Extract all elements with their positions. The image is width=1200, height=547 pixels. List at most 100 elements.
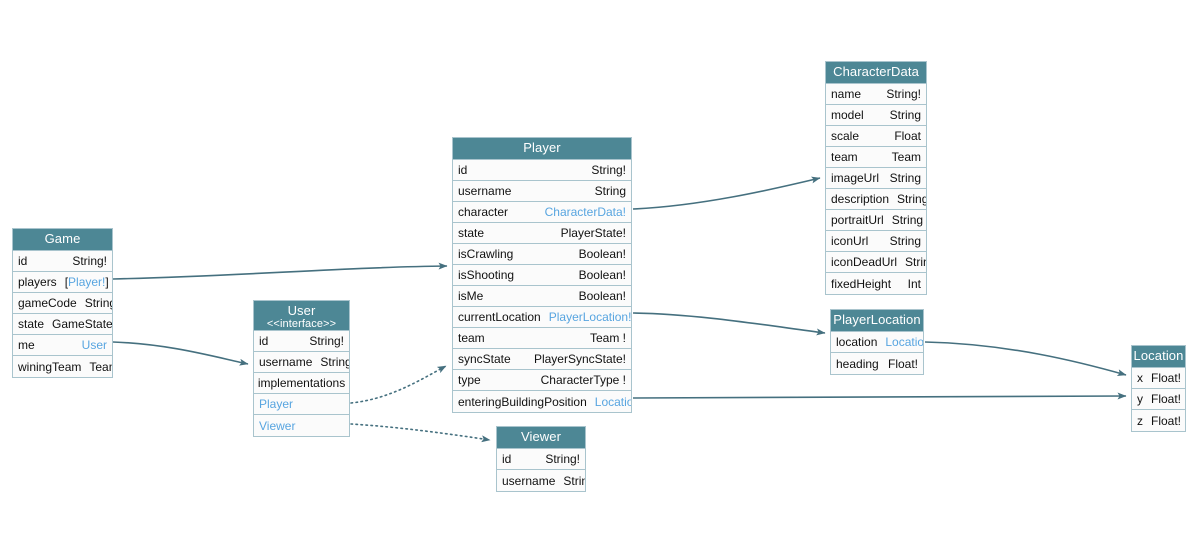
entity-name: CharacterData xyxy=(833,64,919,79)
field-type: String! xyxy=(545,452,580,466)
field-name: currentLocation xyxy=(458,310,541,324)
field-row[interactable]: winingTeamTeam xyxy=(13,356,112,377)
entity-header-viewer: Viewer xyxy=(497,427,585,449)
field-type: String! xyxy=(84,296,112,310)
field-row[interactable]: syncState PlayerSyncState! xyxy=(453,349,631,370)
field-type: Location xyxy=(594,394,631,409)
field-name: id xyxy=(18,254,28,268)
edge-player-character-to-characterdata xyxy=(632,176,821,210)
field-row[interactable]: isMe Boolean! xyxy=(453,286,631,307)
field-name: isMe xyxy=(458,289,484,303)
field-type: String xyxy=(889,171,921,185)
entity-name: Viewer xyxy=(520,429,562,444)
field-name: username xyxy=(458,184,512,198)
field-type: GameState! xyxy=(52,317,112,331)
field-type: String! xyxy=(591,163,626,177)
entity-name: Game xyxy=(44,231,81,246)
field-row[interactable]: name String! xyxy=(826,84,926,105)
field-row[interactable]: state GameState! xyxy=(13,314,112,335)
field-type: Team ! xyxy=(589,331,626,345)
field-name: character xyxy=(458,205,509,219)
field-name: z xyxy=(1137,413,1143,428)
field-row[interactable]: enteringBuildingPositionLocation xyxy=(453,391,631,412)
field-name: syncState xyxy=(458,352,511,366)
field-type: Float! xyxy=(887,356,918,371)
field-name: isShooting xyxy=(458,268,515,282)
field-name: team xyxy=(458,331,485,345)
field-name: id xyxy=(458,163,468,177)
field-type: Float! xyxy=(1151,392,1182,406)
field-type: PlayerState! xyxy=(560,226,626,240)
field-type: String xyxy=(889,108,921,122)
field-type: User xyxy=(81,338,107,352)
field-type: CharacterData! xyxy=(544,205,626,219)
entity-playerlocation[interactable]: PlayerLocation locationLocation!headingFl… xyxy=(830,309,924,375)
field-name: x xyxy=(1137,371,1143,385)
field-name: name xyxy=(831,87,862,101)
field-name: description xyxy=(831,192,890,206)
edge-user-player-implements xyxy=(350,365,447,404)
field-name: type xyxy=(458,373,481,387)
field-row[interactable]: z Float! xyxy=(1132,410,1185,431)
field-name: Player xyxy=(259,397,294,411)
field-row[interactable]: gameCodeString! xyxy=(13,293,112,314)
field-row[interactable]: id String! xyxy=(453,160,631,181)
entity-name: Player xyxy=(523,140,561,155)
field-row[interactable]: Player xyxy=(254,394,349,415)
field-type: PlayerSyncState! xyxy=(533,352,626,366)
field-row[interactable]: iconDeadUrlString xyxy=(826,252,926,273)
field-row[interactable]: Viewer xyxy=(254,415,349,436)
field-row[interactable]: team Team ! xyxy=(453,328,631,349)
field-name: iconUrl xyxy=(831,234,869,248)
field-type: Team xyxy=(89,359,112,374)
entity-header-playerlocation: PlayerLocation xyxy=(831,310,923,332)
field-type: Boolean! xyxy=(578,289,626,303)
field-row[interactable]: implementations xyxy=(254,373,349,394)
field-row[interactable]: locationLocation! xyxy=(831,332,923,353)
field-name: isCrawling xyxy=(458,247,514,261)
field-row[interactable]: players[Player!] xyxy=(13,272,112,293)
field-name: id xyxy=(259,334,269,348)
entity-name: PlayerLocation xyxy=(833,312,921,327)
entity-stereotype: <<interface>> xyxy=(266,318,337,330)
edge-game-me-to-user xyxy=(112,341,249,366)
field-name: state xyxy=(18,317,45,331)
field-row[interactable]: x Float! xyxy=(1132,368,1185,389)
field-name: portraitUrl xyxy=(831,213,884,227)
entity-header-player: Player xyxy=(453,138,631,160)
field-row[interactable]: character CharacterData! xyxy=(453,202,631,223)
field-type: Float! xyxy=(1151,413,1182,428)
field-type: Float! xyxy=(1151,371,1182,385)
field-type: String! xyxy=(886,87,921,101)
field-name: scale xyxy=(831,129,860,143)
